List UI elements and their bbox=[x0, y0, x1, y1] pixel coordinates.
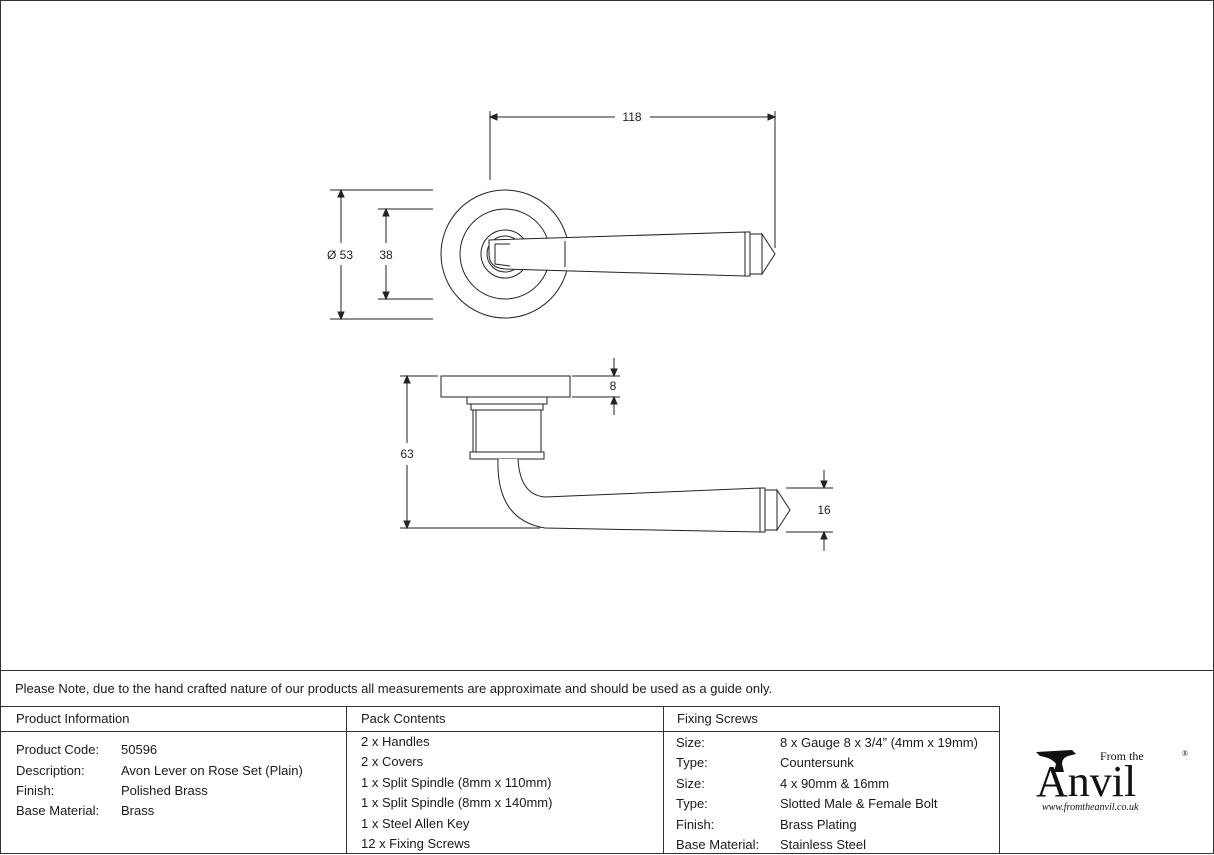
screw-label: Type: bbox=[676, 796, 708, 811]
logo-registered: ® bbox=[1182, 749, 1188, 758]
dim-arrows-53 bbox=[337, 188, 345, 321]
logo-brand: Anvil bbox=[1036, 757, 1136, 806]
divider-col1 bbox=[346, 706, 347, 854]
divider-col2 bbox=[663, 706, 664, 854]
dim-label-63: 63 bbox=[400, 447, 414, 461]
lever-body bbox=[488, 231, 746, 277]
info-table bbox=[0, 670, 1214, 855]
measurement-note: Please Note, due to the hand crafted nat… bbox=[15, 681, 773, 696]
screw-label: Size: bbox=[676, 735, 705, 750]
boss-body bbox=[472, 409, 542, 453]
screw-value: 8 x Gauge 8 x 3/4” (4mm x 19mm) bbox=[780, 735, 978, 750]
screw-label: Finish: bbox=[676, 817, 715, 832]
product-label: Product Code: bbox=[16, 742, 100, 757]
product-value: Avon Lever on Rose Set (Plain) bbox=[121, 763, 303, 778]
pack-item: 1 x Split Spindle (8mm x 140mm) bbox=[361, 795, 553, 810]
dim-label-8: 8 bbox=[610, 379, 617, 393]
boss-cap bbox=[469, 451, 545, 460]
front-view: 118 Ø 53 38 bbox=[327, 110, 777, 321]
pack-item: 12 x Fixing Screws bbox=[361, 836, 471, 851]
pack-item: 2 x Handles bbox=[361, 734, 430, 749]
lever-tip-base bbox=[749, 233, 763, 275]
screw-label: Size: bbox=[676, 776, 705, 791]
lever-side-tip bbox=[776, 488, 791, 532]
pack-item: 1 x Split Spindle (8mm x 110mm) bbox=[361, 775, 552, 790]
lever-side-collar bbox=[759, 487, 766, 533]
product-value: Polished Brass bbox=[121, 783, 208, 798]
from-the-anvil-logo: From the ® Anvil www.fromtheanvil.co.uk bbox=[1036, 749, 1188, 813]
pack-item: 2 x Covers bbox=[361, 754, 424, 769]
logo-url: www.fromtheanvil.co.uk bbox=[1042, 802, 1139, 813]
technical-drawing: 118 Ø 53 38 8 bbox=[327, 110, 833, 551]
dim-label-53: Ø 53 bbox=[327, 248, 353, 262]
lever-side-body bbox=[497, 458, 761, 533]
lever-collar bbox=[744, 231, 751, 277]
screw-value: 4 x 90mm & 16mm bbox=[780, 776, 890, 791]
divider-col3 bbox=[999, 706, 1000, 854]
screw-value: Brass Plating bbox=[780, 817, 857, 832]
rose-step bbox=[466, 396, 548, 405]
fixing-screws-title: Fixing Screws bbox=[677, 711, 758, 726]
dim-label-38: 38 bbox=[379, 248, 393, 262]
anvil-icon bbox=[1036, 750, 1076, 772]
lever-neck bbox=[494, 243, 511, 267]
divider-headers bbox=[0, 731, 1000, 732]
screw-value: Slotted Male & Female Bolt bbox=[780, 796, 938, 811]
dim-arrows-63 bbox=[403, 374, 411, 530]
screw-label: Base Material: bbox=[676, 837, 760, 852]
dim-arrows-16 bbox=[820, 480, 828, 540]
screw-label: Type: bbox=[676, 755, 708, 770]
dim-arrows-118 bbox=[488, 113, 777, 121]
product-label: Finish: bbox=[16, 783, 55, 798]
product-value: 50596 bbox=[121, 742, 158, 757]
lever-tip bbox=[761, 232, 776, 276]
dim-arrows-38 bbox=[382, 207, 390, 301]
boss-ring bbox=[470, 403, 544, 411]
screw-value: Countersunk bbox=[780, 755, 854, 770]
pack-contents-title: Pack Contents bbox=[361, 711, 446, 726]
product-label: Base Material: bbox=[16, 803, 100, 818]
pack-item: 1 x Steel Allen Key bbox=[361, 816, 470, 831]
screw-value: Stainless Steel bbox=[780, 837, 866, 852]
divider-note bbox=[0, 706, 1000, 707]
logo-from-the: From the bbox=[1100, 749, 1144, 763]
dim-label-118: 118 bbox=[622, 110, 641, 124]
product-label: Description: bbox=[16, 763, 85, 778]
product-value: Brass bbox=[121, 803, 155, 818]
product-info-title: Product Information bbox=[16, 711, 130, 726]
dim-label-16: 16 bbox=[817, 503, 831, 517]
lever-side-tip-base bbox=[764, 489, 778, 531]
dim-arrows-8 bbox=[610, 368, 618, 405]
side-view: 8 63 16 bbox=[400, 358, 833, 551]
rose-plate bbox=[440, 375, 571, 398]
